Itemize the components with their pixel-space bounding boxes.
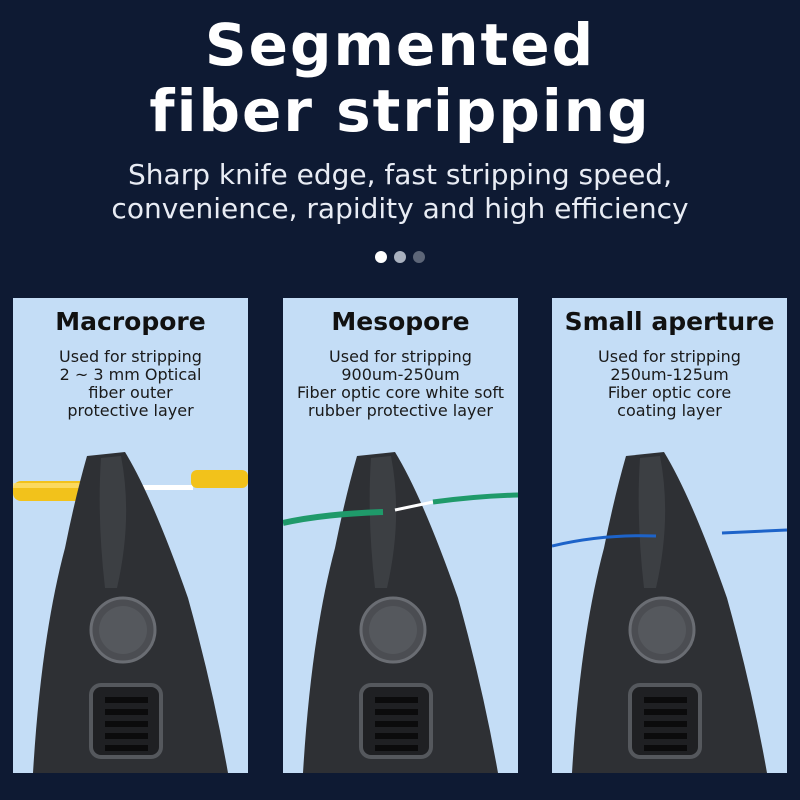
description-line: 2 ~ 3 mm Optical: [59, 365, 202, 384]
description-line: fiber outer: [88, 383, 173, 402]
stripper-tool-image: [283, 452, 518, 773]
card-description: Used for stripping 2 ~ 3 mm Optical fibe…: [13, 348, 248, 420]
description-line: 250um-125um: [610, 365, 729, 384]
card-description: Used for stripping 250um-125um Fiber opt…: [552, 348, 787, 420]
description-line: Used for stripping: [329, 347, 472, 366]
spring-icon: [375, 697, 418, 751]
carousel-pager: [0, 251, 800, 263]
headline: Segmented fiber stripping: [0, 12, 800, 144]
card-title: Small aperture: [564, 307, 775, 336]
fiber-cable: [283, 492, 518, 526]
stripper-tool-image: [552, 452, 787, 773]
description-line: 900um-250um: [341, 365, 460, 384]
card-macropore: Macropore Used for stripping 2 ~ 3 mm Op…: [13, 298, 248, 773]
pager-dot[interactable]: [413, 251, 425, 263]
pager-dot[interactable]: [394, 251, 406, 263]
subtitle-line-1: Sharp knife edge, fast stripping speed,: [128, 158, 672, 191]
spring-icon: [105, 697, 148, 751]
description-line: coating layer: [617, 401, 722, 420]
subtitle-line-2: convenience, rapidity and high efficienc…: [111, 192, 689, 225]
description-line: rubber protective layer: [308, 401, 493, 420]
fiber-cable: [552, 528, 787, 548]
card-title: Macropore: [55, 307, 206, 336]
description-line: Fiber optic core white soft: [296, 383, 505, 402]
card-mesopore: Mesopore Used for stripping 900um-250um …: [283, 298, 518, 773]
pager-dot-active[interactable]: [375, 251, 387, 263]
headline-line-2: fiber stripping: [149, 77, 651, 145]
subtitle: Sharp knife edge, fast stripping speed, …: [0, 158, 800, 226]
description-line: Fiber optic core: [607, 383, 732, 402]
card-description: Used for stripping 900um-250um Fiber opt…: [283, 348, 518, 420]
stripper-tool-image: [13, 452, 248, 773]
description-line: Used for stripping: [59, 347, 202, 366]
spring-icon: [644, 697, 687, 751]
card-small-aperture: Small aperture Used for stripping 250um-…: [552, 298, 787, 773]
description-line: Used for stripping: [598, 347, 741, 366]
description-line: protective layer: [67, 401, 194, 420]
card-title: Mesopore: [331, 307, 470, 336]
headline-line-1: Segmented: [204, 11, 596, 79]
